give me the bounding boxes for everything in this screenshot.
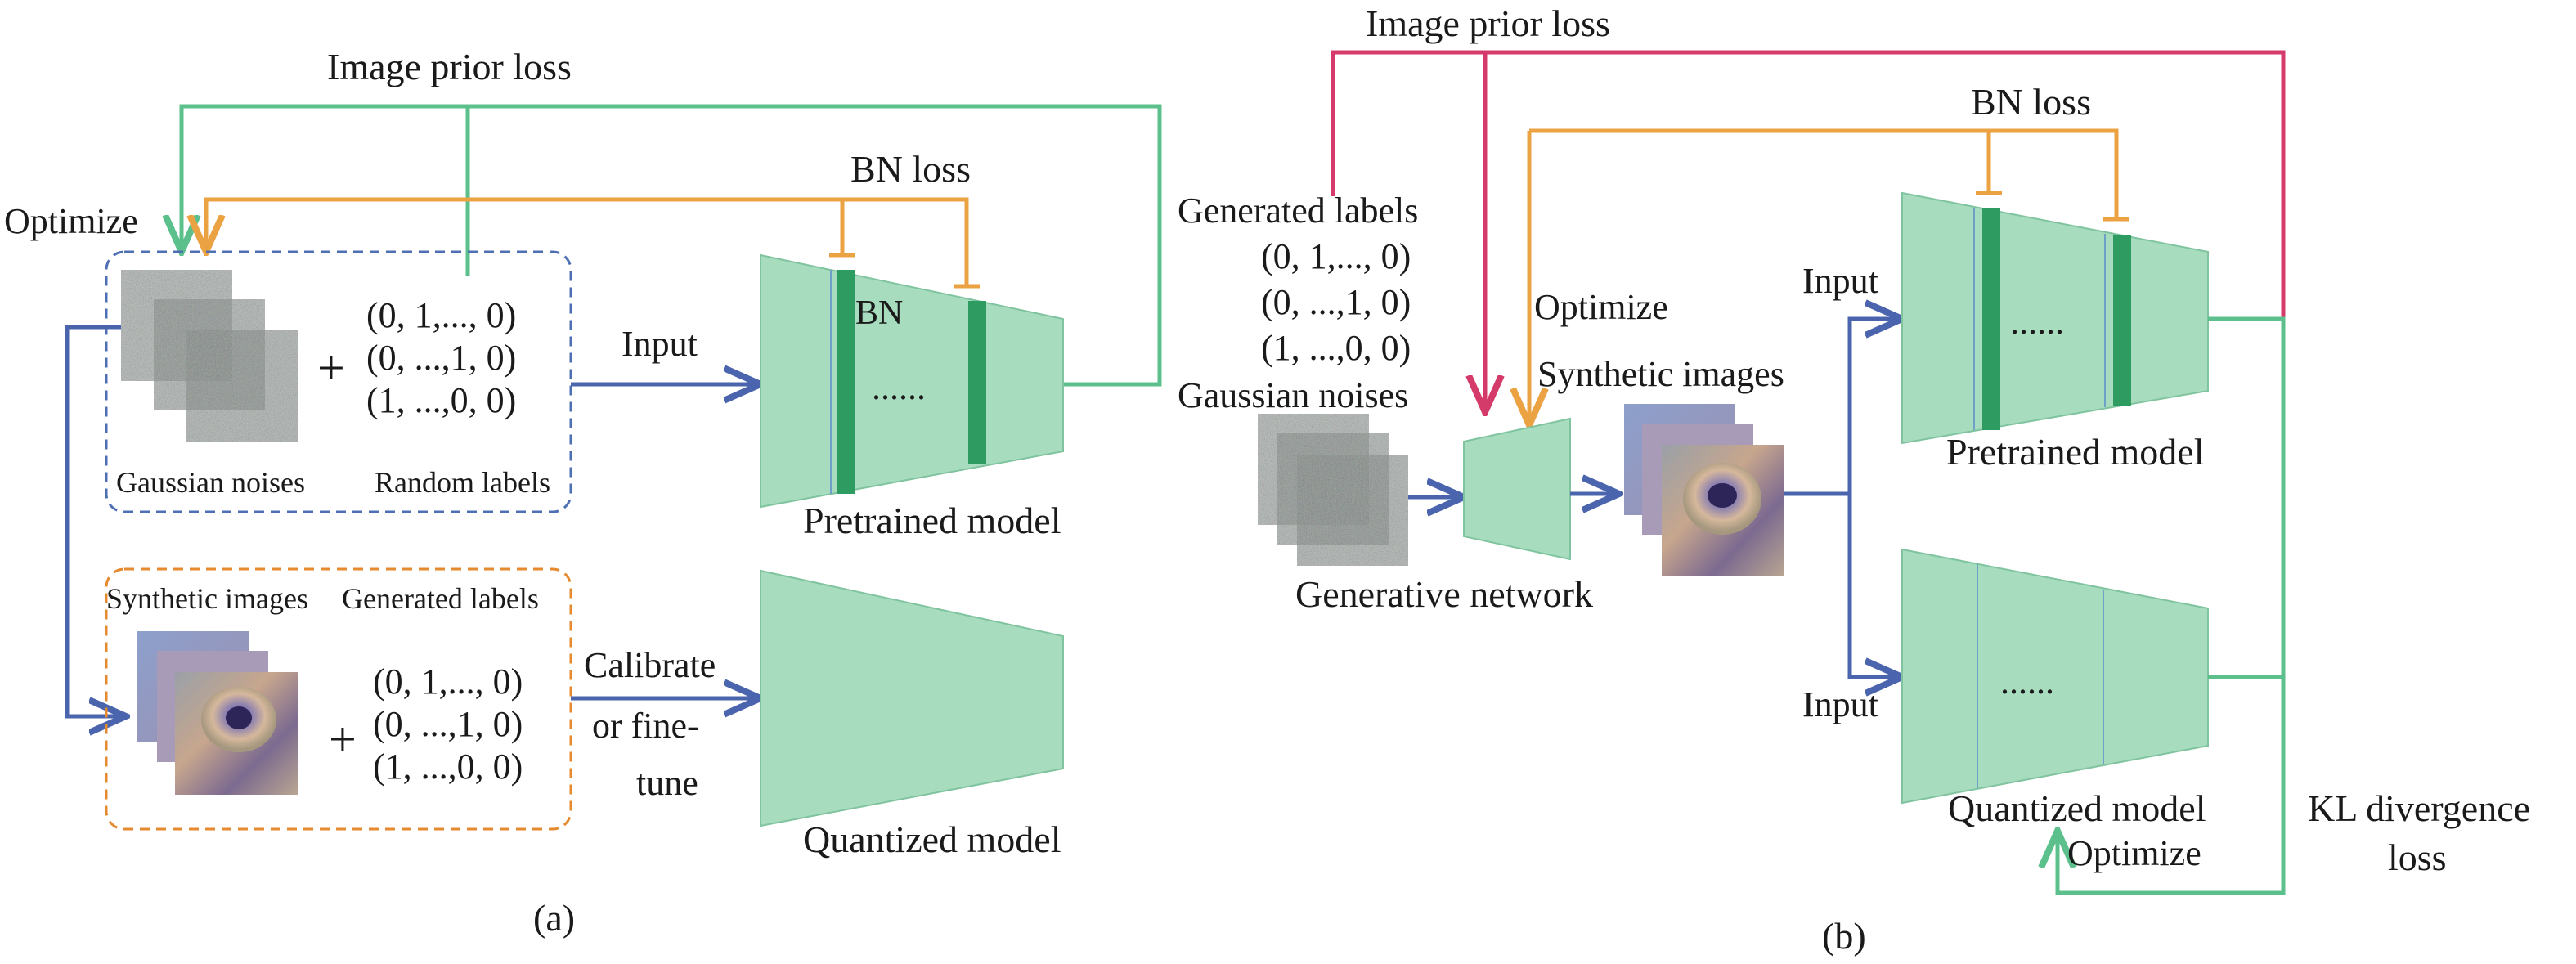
image-prior-loss-label-a: Image prior loss <box>327 46 572 87</box>
dots-a: ...... <box>872 367 926 407</box>
synthetic-image-stack-a <box>137 631 298 795</box>
gaussian-noises-label-a: Gaussian noises <box>116 466 305 499</box>
random-labels-label: Random labels <box>375 466 550 499</box>
synthetic-images-label-b: Synthetic images <box>1537 354 1784 394</box>
bn-layer-1-b <box>1982 208 2000 430</box>
pretrained-model-b <box>1901 191 2209 445</box>
or-fine-label: or fine- <box>592 706 699 746</box>
bn-loss-connector-b <box>1529 128 2129 425</box>
noise-labels-box <box>105 250 572 513</box>
gaussian-noises-label-b: Gaussian noises <box>1178 375 1408 415</box>
pretrained-model-label-a: Pretrained model <box>803 500 1061 541</box>
synthetic-images-label-a: Synthetic images <box>106 582 308 615</box>
pretrained-model-a <box>760 253 1064 509</box>
panel-a: Image prior loss BN loss Optimize + (0, … <box>4 46 1162 939</box>
gen-label-vector-3-a: (1, ...,0, 0) <box>373 747 523 787</box>
tune-label: tune <box>636 763 698 803</box>
bn-loss-label-a: BN loss <box>850 148 971 190</box>
synthetic-labels-box <box>105 567 572 831</box>
label-vector-1-b: (0, 1,..., 0) <box>1261 236 1411 276</box>
input-label-a: Input <box>622 324 698 364</box>
bn-label-a: BN <box>855 294 903 332</box>
caption-a: (a) <box>533 897 575 939</box>
gen-label-vector-1-a: (0, 1,..., 0) <box>373 661 523 702</box>
calibrate-label: Calibrate <box>584 645 716 685</box>
bn-loss-label-b: BN loss <box>1971 81 2091 123</box>
bn-loss-connector-a <box>206 197 980 289</box>
optimize-label-a: Optimize <box>4 201 138 241</box>
generated-labels-label-b: Generated labels <box>1178 191 1418 231</box>
quantized-model-label-a: Quantized model <box>803 818 1061 860</box>
image-prior-loss-connector-a <box>182 104 1162 387</box>
generative-network-label: Generative network <box>1295 573 1593 615</box>
optimize-label-b-top: Optimize <box>1534 287 1668 327</box>
optimize-label-b-bottom: Optimize <box>2067 833 2201 873</box>
bn-layer-2-a <box>968 301 986 464</box>
kl-divergence-label-line2: loss <box>2388 836 2447 878</box>
bn-layer-2-b <box>2113 235 2131 406</box>
label-vector-3-a: (1, ...,0, 0) <box>366 380 516 420</box>
quantized-model-label-b: Quantized model <box>1948 787 2206 829</box>
generated-labels-label-a: Generated labels <box>342 582 539 615</box>
bn-layer-1-a <box>837 270 855 494</box>
label-vector-2-a: (0, ...,1, 0) <box>366 338 516 378</box>
plus-sign-a: + <box>317 341 345 395</box>
input-split-connector-b <box>1784 319 1902 677</box>
label-vector-3-b: (1, ...,0, 0) <box>1261 328 1411 368</box>
generative-network <box>1463 417 1571 561</box>
quantized-model-b <box>1901 548 2209 805</box>
kl-divergence-connector <box>2058 316 2286 895</box>
caption-b: (b) <box>1822 915 1866 957</box>
synthetic-branch-connector-a <box>65 325 126 716</box>
gen-label-vector-2-a: (0, ...,1, 0) <box>373 704 523 744</box>
pretrained-model-label-b: Pretrained model <box>1946 431 2205 473</box>
dots-b-top: ...... <box>2010 302 2064 342</box>
gaussian-noise-stack-a <box>121 270 298 442</box>
label-vector-1-a: (0, 1,..., 0) <box>366 295 516 335</box>
synthetic-image-stack-b <box>1624 404 1784 576</box>
label-vector-2-b: (0, ...,1, 0) <box>1261 282 1411 322</box>
input-label-b-top: Input <box>1802 261 1878 301</box>
input-label-b-bottom: Input <box>1802 684 1878 724</box>
panel-b: Image prior loss BN loss Generated label… <box>1178 2 2530 957</box>
plus-sign-a2: + <box>329 712 357 766</box>
gaussian-noise-stack-b <box>1258 414 1408 566</box>
image-prior-loss-label-b: Image prior loss <box>1366 2 1610 44</box>
kl-divergence-label-line1: KL divergence <box>2308 787 2530 829</box>
quantized-model-a <box>760 569 1064 827</box>
dots-b-bottom: ...... <box>2000 661 2054 702</box>
